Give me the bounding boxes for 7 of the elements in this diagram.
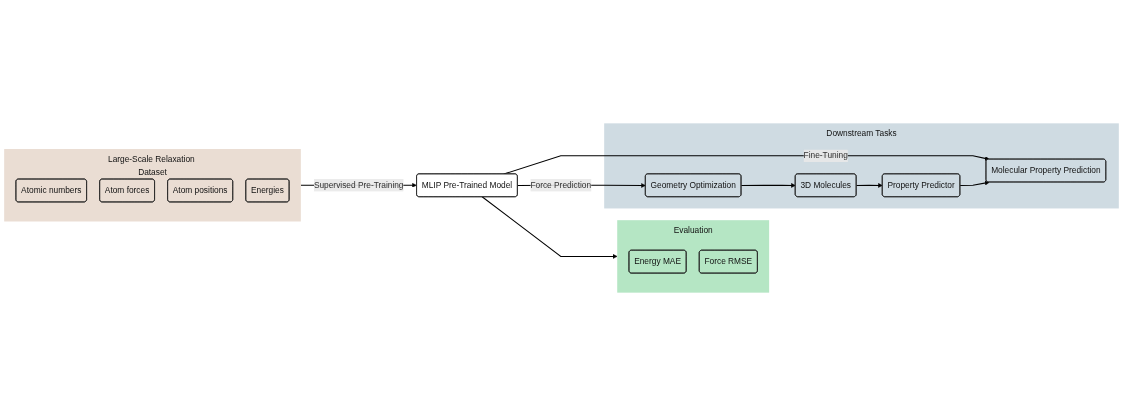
arrow (959, 180, 990, 187)
arrow (481, 196, 618, 259)
edge-label: Force Prediction (530, 180, 592, 190)
arrow (855, 183, 883, 188)
arrow (740, 183, 796, 188)
edge-label: Supervised Pre-Training (313, 180, 404, 190)
edge-label: Fine-Tuning (803, 151, 848, 160)
